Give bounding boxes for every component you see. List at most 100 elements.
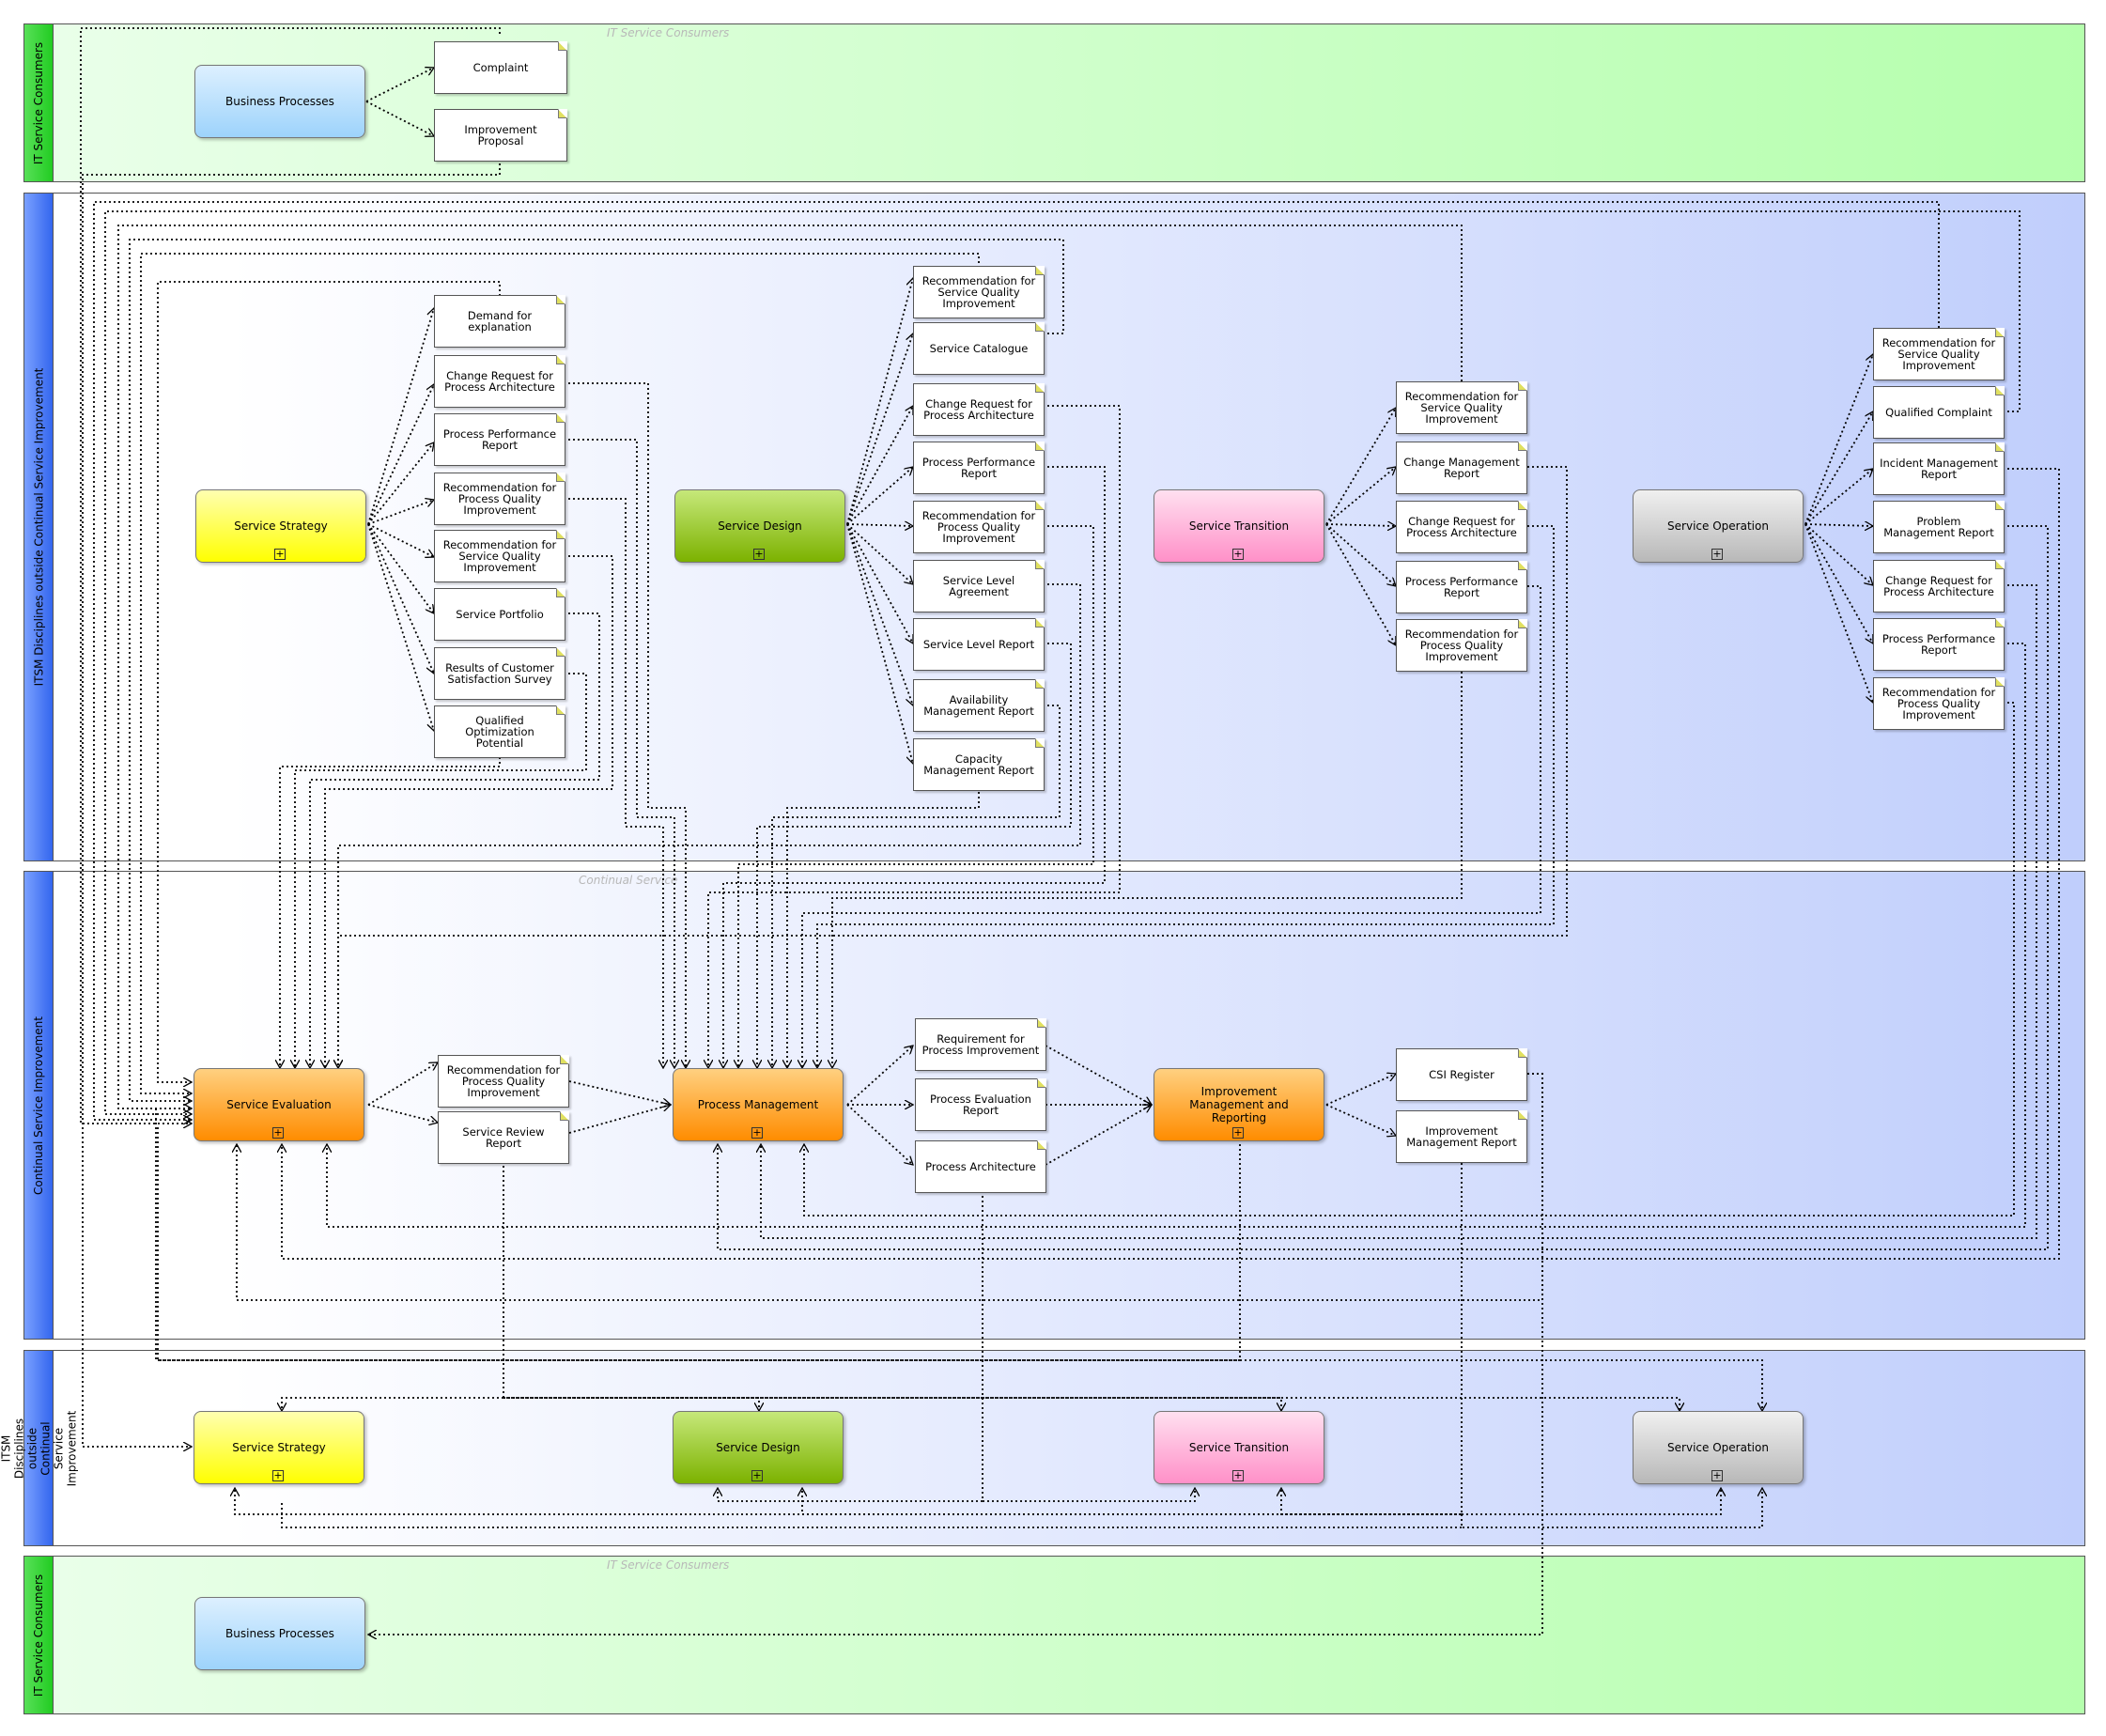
document-strategy-6[interactable]: Service Portfolio (434, 588, 565, 641)
lane-header (24, 872, 54, 1339)
document-fold-icon (1037, 1141, 1045, 1150)
document-fold-icon (556, 706, 565, 715)
document-design-1[interactable]: Recommendation for Service Quality Impro… (913, 266, 1045, 318)
document-complaint[interactable]: Complaint (434, 41, 567, 94)
document-fold-icon (1995, 502, 2004, 510)
service-design-node-lower[interactable]: Service Design + (673, 1411, 844, 1484)
lane-label: IT Service Consumers (32, 1573, 46, 1697)
document-transition-5[interactable]: Recommendation for Process Quality Impro… (1396, 619, 1527, 672)
document-transition-3[interactable]: Change Request for Process Architecture (1396, 501, 1527, 553)
business-processes-node[interactable]: Business Processes (194, 65, 365, 138)
improvement-management-node[interactable]: Improvement Management and Reporting + (1154, 1068, 1324, 1141)
document-transition-4[interactable]: Process Performance Report (1396, 561, 1527, 613)
lane-label: ITSM Disciplines outside Continual Servi… (0, 1410, 79, 1486)
document-fold-icon (1035, 384, 1044, 393)
document-design-9[interactable]: Capacity Management Report (913, 738, 1045, 791)
document-fold-icon (1995, 678, 2004, 687)
business-processes-node-bottom[interactable]: Business Processes (194, 1597, 365, 1670)
expand-icon[interactable]: + (751, 1126, 763, 1139)
expand-icon[interactable]: + (1711, 548, 1723, 560)
service-strategy-node[interactable]: Service Strategy + (195, 489, 366, 563)
document-fold-icon (556, 414, 565, 423)
service-transition-node-lower[interactable]: Service Transition + (1154, 1411, 1324, 1484)
lane-header (24, 1351, 54, 1545)
document-strategy-8[interactable]: Qualified Optimization Potential (434, 705, 565, 758)
document-fold-icon (1035, 442, 1044, 451)
document-fold-icon (1035, 619, 1044, 628)
lane-header (24, 24, 54, 181)
document-fold-icon (1995, 561, 2004, 569)
document-strategy-3[interactable]: Process Performance Report (434, 413, 565, 466)
document-strategy-2[interactable]: Change Request for Process Architecture (434, 355, 565, 408)
document-fold-icon (1035, 739, 1044, 748)
document-strategy-7[interactable]: Results of Customer Satisfaction Survey (434, 647, 565, 700)
document-fold-icon (1518, 620, 1526, 628)
expand-icon[interactable]: + (1232, 1469, 1244, 1481)
document-fold-icon (1995, 329, 2004, 337)
document-design-4[interactable]: Process Performance Report (913, 442, 1045, 494)
document-strategy-4[interactable]: Recommendation for Process Quality Impro… (434, 473, 565, 525)
expand-icon[interactable]: + (753, 548, 765, 560)
document-fold-icon (1518, 1111, 1526, 1120)
expand-icon[interactable]: + (1711, 1469, 1723, 1481)
document-fold-icon (1035, 561, 1044, 569)
lane-watermark: IT Service Consumers (607, 1558, 730, 1572)
document-design-7[interactable]: Service Level Report (913, 618, 1045, 671)
document-fold-icon (556, 648, 565, 657)
document-process-mgmt-1[interactable]: Requirement for Process Improvement (915, 1018, 1046, 1071)
expand-icon[interactable]: + (272, 1469, 284, 1481)
lane-watermark: IT Service Consumers (607, 26, 730, 39)
document-operation-4[interactable]: Problem Management Report (1873, 501, 2005, 553)
document-fold-icon (556, 356, 565, 364)
document-operation-2[interactable]: Qualified Complaint (1873, 386, 2005, 439)
document-process-mgmt-3[interactable]: Process Architecture (915, 1140, 1046, 1193)
document-fold-icon (1037, 1079, 1045, 1088)
document-operation-1[interactable]: Recommendation for Service Quality Impro… (1873, 328, 2005, 380)
document-design-6[interactable]: Service Level Agreement (913, 560, 1045, 612)
expand-icon[interactable]: + (272, 1126, 284, 1139)
document-evaluation-1[interactable]: Recommendation for Process Quality Impro… (438, 1055, 569, 1108)
document-operation-7[interactable]: Recommendation for Process Quality Impro… (1873, 677, 2005, 730)
document-operation-3[interactable]: Incident Management Report (1873, 442, 2005, 495)
document-operation-5[interactable]: Change Request for Process Architecture (1873, 560, 2005, 612)
lane-label: IT Service Consumers (32, 41, 46, 164)
expand-icon[interactable]: + (1232, 1126, 1244, 1139)
document-fold-icon (1518, 562, 1526, 570)
document-fold-icon (558, 42, 566, 51)
expand-icon[interactable]: + (274, 548, 286, 560)
document-strategy-1[interactable]: Demand for explanation (434, 295, 565, 348)
expand-icon[interactable]: + (751, 1469, 763, 1481)
document-operation-6[interactable]: Process Performance Report (1873, 618, 2005, 671)
document-strategy-5[interactable]: Recommendation for Service Quality Impro… (434, 530, 565, 582)
service-operation-node[interactable]: Service Operation + (1633, 489, 1804, 563)
document-fold-icon (556, 531, 565, 539)
document-transition-1[interactable]: Recommendation for Service Quality Impro… (1396, 381, 1527, 434)
lane-label: Continual Service Improvement (32, 1015, 45, 1195)
document-fold-icon (1035, 323, 1044, 332)
document-fold-icon (1035, 680, 1044, 689)
document-evaluation-2[interactable]: Service Review Report (438, 1111, 569, 1164)
document-transition-2[interactable]: Change Management Report (1396, 442, 1527, 494)
document-fold-icon (560, 1056, 568, 1064)
document-process-mgmt-2[interactable]: Process Evaluation Report (915, 1078, 1046, 1131)
document-design-2[interactable]: Service Catalogue (913, 322, 1045, 375)
document-fold-icon (1518, 382, 1526, 391)
service-operation-node-lower[interactable]: Service Operation + (1633, 1411, 1804, 1484)
document-improvement-proposal[interactable]: Improvement Proposal (434, 109, 567, 162)
process-management-node[interactable]: Process Management + (673, 1068, 844, 1141)
document-design-5[interactable]: Recommendation for Process Quality Impro… (913, 501, 1045, 553)
document-improvement-2[interactable]: Improvement Management Report (1396, 1110, 1527, 1163)
service-design-node[interactable]: Service Design + (674, 489, 845, 563)
document-fold-icon (1995, 443, 2004, 452)
document-design-8[interactable]: Availability Management Report (913, 679, 1045, 732)
service-strategy-node-lower[interactable]: Service Strategy + (194, 1411, 364, 1484)
service-transition-node[interactable]: Service Transition + (1154, 489, 1324, 563)
document-improvement-1[interactable]: CSI Register (1396, 1048, 1527, 1101)
document-fold-icon (1518, 502, 1526, 510)
service-evaluation-node[interactable]: Service Evaluation + (194, 1068, 364, 1141)
expand-icon[interactable]: + (1232, 548, 1244, 560)
document-fold-icon (558, 110, 566, 118)
document-fold-icon (1037, 1019, 1045, 1028)
document-fold-icon (556, 473, 565, 482)
document-design-3[interactable]: Change Request for Process Architecture (913, 383, 1045, 436)
